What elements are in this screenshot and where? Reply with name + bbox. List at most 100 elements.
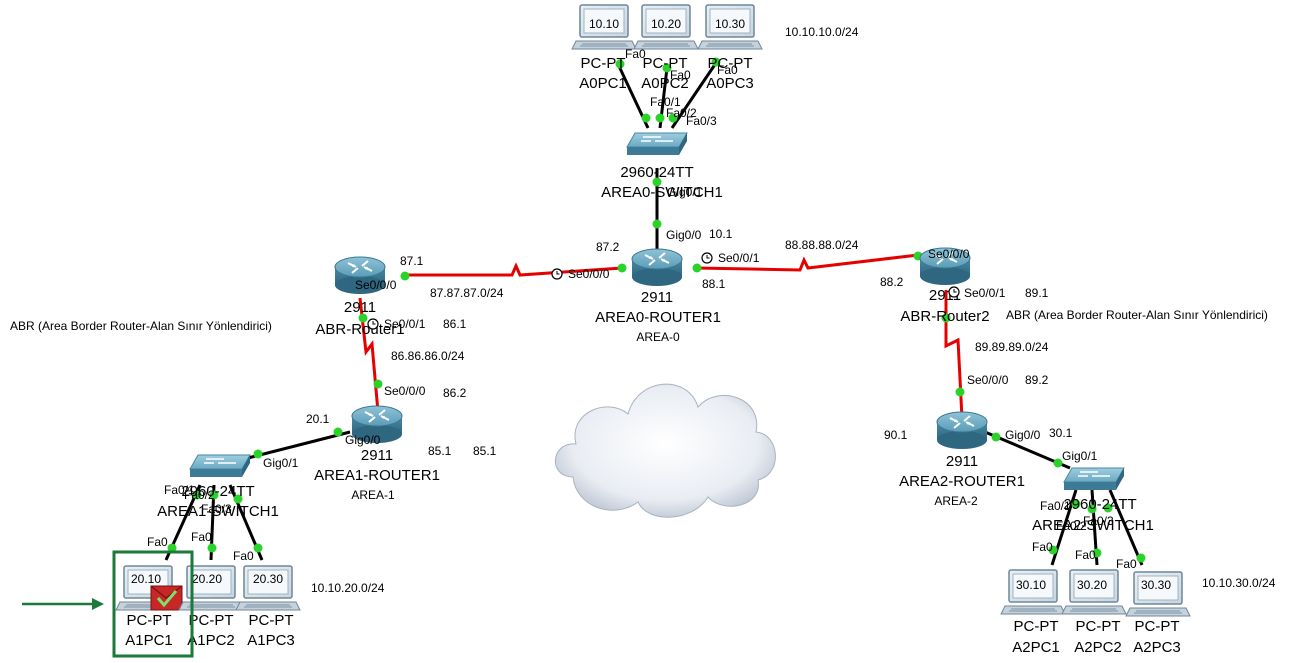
ip-label: 85.1 [428,444,452,458]
port-up-dot [207,543,217,553]
port-label: Fa0 [670,68,691,82]
port-label: Gig0/1 [263,456,299,470]
a0pc2-device[interactable]: 10.20 PC-PT A0PC2 [633,4,699,92]
ip-label: 89.2 [1025,373,1049,387]
area-label: AREA-1 [351,488,395,502]
port-label: Gig0/0 [345,433,381,447]
port-up-dot [233,494,243,504]
ip-label: 87.1 [400,254,424,268]
link-r0-abr2-serial[interactable] [696,253,919,272]
abr-description-right: ABR (Area Border Router-Alan Sınır Yönle… [1006,308,1268,322]
port-up-dot [711,57,721,67]
router-model-label: 2911 [361,447,393,464]
port-label: Fa0 [233,549,254,563]
port-label: Gig0/0 [1005,428,1041,442]
port-up-dot [253,543,263,553]
port-label: Fa0/1 [164,483,195,497]
port-up-dot [1092,548,1102,558]
port-label: Gig0/0 [666,228,702,242]
port-up-dot [662,63,672,73]
port-label: Fa0/3 [201,502,232,516]
area0-router1-device[interactable]: 2911 AREA0-ROUTER1 AREA-0 [595,248,721,344]
port-up-dot [655,113,665,123]
area1-switch1-device[interactable]: 2960-24TT AREA1-SWITCH1 [157,454,279,520]
router-model-label: 2911 [641,289,673,306]
router-name-label: ABR-Router2 [900,308,989,325]
port-label: Fa0 [1075,548,1096,562]
port-status-dots [167,57,1146,563]
port-label: Se0/0/1 [964,286,1006,300]
network-label: 88.88.88.0/24 [785,238,859,252]
area0-switch1-device[interactable]: 2960-24TT AREA0-SWITCH1 [601,132,723,201]
network-label: 10.10.10.0/24 [785,25,859,39]
port-up-dot [941,313,951,323]
port-up-dot [1053,458,1063,468]
port-up-dot [668,113,678,123]
a1pc1-device[interactable]: 20.10 PC-PT A1PC1 [115,565,181,649]
area1-router1-device[interactable]: 2911 AREA1-ROUTER1 AREA-1 [314,405,440,502]
switch-name-label: AREA0-SWITCH1 [601,184,723,201]
link-a0pc3-sw0[interactable] [670,59,720,129]
ip-label: 90.1 [884,428,908,442]
area2-router1-device[interactable]: 2911 AREA2-ROUTER1 AREA-2 [899,411,1025,508]
pdu-success-icon[interactable] [150,585,183,611]
pc-name-label: A0PC3 [706,75,754,92]
port-label: Fa0/2 [666,106,697,120]
a0pc1-device[interactable]: 10.10 PC-PT A0PC1 [571,4,637,92]
pc-monitor-label: 20.30 [253,572,283,586]
pc-name-label: A2PC2 [1074,639,1122,656]
router-name-label: AREA2-ROUTER1 [899,473,1025,490]
port-label: Se0/0/0 [967,373,1009,387]
pc-model-label: PC-PT [1135,618,1180,635]
router-name-label: ABR-Router1 [315,321,404,338]
area2-switch1-device[interactable]: 2960-24TT AREA2-SWITCH1 [1032,467,1154,534]
port-up-dot [333,427,343,437]
link-abr1-r1-serial[interactable] [358,297,380,413]
port-up-dot [652,177,662,187]
arrow-icon [22,598,104,610]
pc-icon [1061,569,1127,615]
a2pc1-device[interactable]: 30.10 PC-PT A2PC1 [1000,569,1066,656]
a2pc2-device[interactable]: 30.20 PC-PT A2PC2 [1061,569,1127,656]
ip-label: 85.1 [473,444,497,458]
port-label: Fa0/3 [686,114,717,128]
port-label: Fa0 [625,47,646,61]
pc-monitor-label: 20.10 [131,572,161,586]
a1pc3-device[interactable]: 20.30 PC-PT A1PC3 [235,565,301,649]
link-r1-sw1[interactable] [247,430,351,460]
link-sw2-a2pc3[interactable] [1108,489,1144,566]
port-up-dot [617,263,627,273]
pc-model-label: PC-PT [581,55,626,72]
ip-label: 10.1 [709,227,733,241]
switch-model-label: 2960-24TT [181,483,254,500]
abr-router1-device[interactable]: 2911 ABR-Router1 [315,256,405,338]
a2pc3-device[interactable]: 30.30 PC-PT A2PC3 [1125,571,1191,656]
pc-model-label: PC-PT [708,55,753,72]
clock-icon [948,286,960,298]
cloud-icon[interactable] [554,383,776,518]
port-up-dot [400,271,410,281]
port-label: Fa0/1 [650,95,681,109]
port-label: Se0/0/0 [568,267,610,281]
router-name-label: AREA1-ROUTER1 [314,467,440,484]
port-up-dot [167,543,177,553]
port-label: Se0/0/0 [355,278,397,292]
port-label: Fa0 [191,530,212,544]
pc-model-label: PC-PT [643,55,688,72]
switch-icon [1063,467,1125,491]
network-label: 10.10.20.0/24 [311,581,385,595]
clock-icon [551,268,563,280]
port-up-dot [692,263,702,273]
port-label: Gig0/1 [667,185,703,199]
a1pc2-device[interactable]: 20.20 PC-PT A1PC2 [178,565,244,649]
network-label: 89.89.89.0/24 [975,340,1049,354]
ip-label: 86.2 [443,386,467,400]
port-label: Fa0 [717,63,738,77]
area-label: AREA-0 [636,330,680,344]
a0pc3-device[interactable]: 10.30 PC-PT A0PC3 [697,4,763,92]
port-up-dot [641,113,651,123]
port-up-dot [253,449,263,459]
port-up-dot [652,219,662,229]
port-label: Fa0/1 [1040,499,1071,513]
pc-model-label: PC-PT [189,612,234,629]
